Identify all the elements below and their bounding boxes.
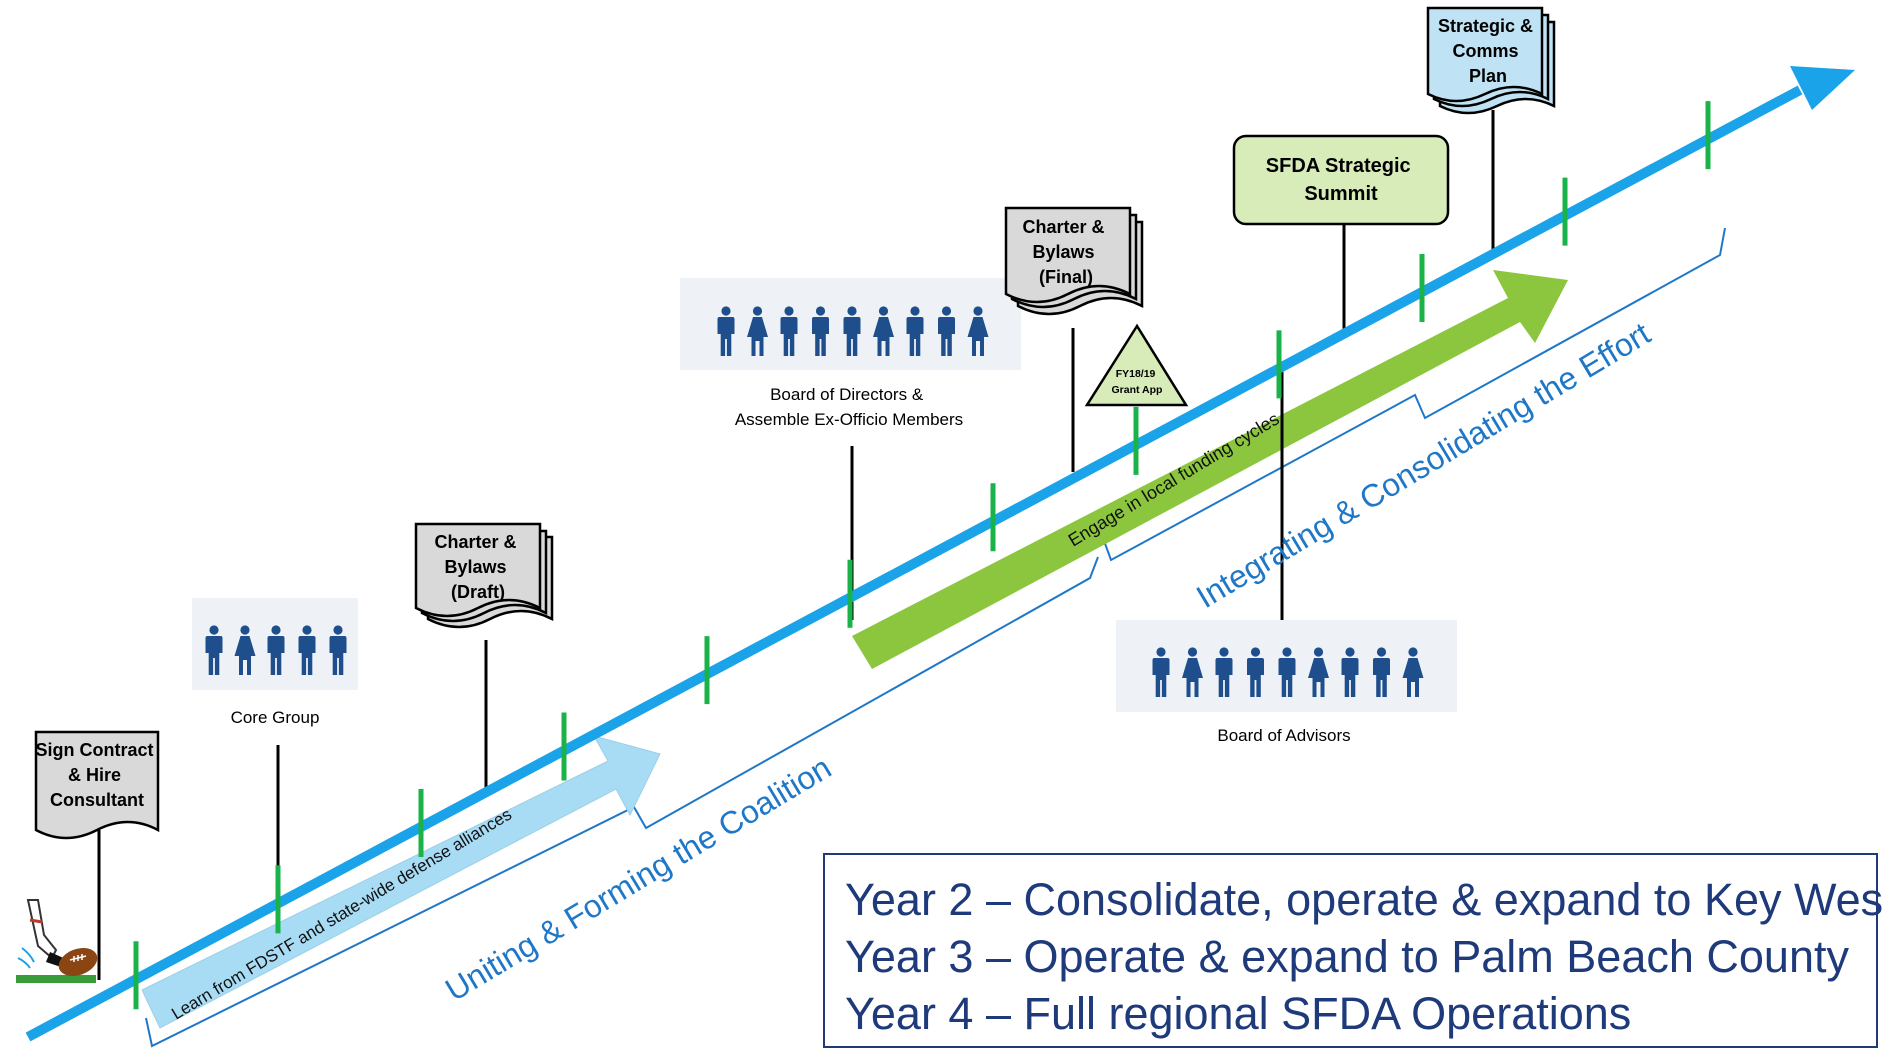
svg-text:FY18/19 Grant App: FY18/19 Grant App [1112,368,1163,396]
charter-draft-line-2: Bylaws [444,557,506,577]
board-directors-line-1: Board of Directors & [770,385,924,404]
charter-draft-doc: Charter & Bylaws (Draft) [414,522,554,629]
integrating-phase-bracket [1102,227,1726,562]
charter-final-line-2: Bylaws [1032,242,1094,262]
charter-final-doc: Charter & Bylaws (Final) [1004,206,1144,316]
board-advisors-label: Board of Advisors [1217,726,1350,745]
board-directors-line-2: Assemble Ex-Officio Members [735,410,963,429]
year-3-line: Year 3 – Operate & expand to Palm Beach … [845,931,1849,982]
charter-final-line-1: Charter & [1022,217,1104,237]
board-of-directors: Board of Directors & Assemble Ex-Officio… [680,278,1021,429]
learn-arrow: Learn from FDSTF and state-wide defense … [141,735,661,1029]
plan-line-1: Strategic & [1438,16,1533,36]
years-summary-box: Year 2 – Consolidate, operate & expand t… [823,853,1883,1048]
strategic-summit-box: SFDA Strategic Summit [1232,134,1450,226]
sign-contract-doc: Sign Contract & Hire Consultant [34,730,160,840]
charter-draft-line-3: (Draft) [451,582,505,602]
football-kicker-icon [16,899,98,983]
grant-app-line-1: FY18/19 [1116,368,1156,380]
core-group-label: Core Group [231,708,320,727]
timeline-arrow [25,66,1855,1042]
svg-text:Strategic & Comms: Strategic & Comms Plan [1438,16,1538,86]
svg-text:Sign Contract & Hire: Sign Contract & Hire Consultant [35,740,158,810]
sign-contract-line-1: Sign Contract [35,740,153,760]
core-group: Core Group [192,598,358,727]
strategic-plan-doc: Strategic & Comms Plan [1426,6,1556,115]
summit-line-1: SFDA Strategic [1266,155,1411,177]
svg-text:SFDA Strategic Summit: SFDA Strategic Summit [1266,155,1416,205]
plan-line-2: Comms [1452,41,1518,61]
summit-line-2: Summit [1304,183,1378,205]
sign-contract-line-3: Consultant [50,790,144,810]
svg-text:Charter & Bylaws (: Charter & Bylaws (Final) [1022,217,1109,287]
grant-app-line-2: Grant App [1112,384,1163,396]
svg-text:Charter & Bylaws (: Charter & Bylaws (Draft) [434,532,521,602]
charter-final-line-3: (Final) [1039,267,1093,287]
charter-draft-line-1: Charter & [434,532,516,552]
plan-line-3: Plan [1469,66,1507,86]
board-of-advisors: Board of Advisors [1116,620,1457,745]
uniting-phase-bracket [145,556,1099,1048]
year-4-line: Year 4 – Full regional SFDA Operations [845,988,1632,1039]
grant-app-triangle: FY18/19 Grant App [1084,323,1189,407]
svg-text:Board of Directors & Ass: Board of Directors & Assemble Ex-Officio… [735,385,963,429]
year-2-line: Year 2 – Consolidate, operate & expand t… [845,874,1883,925]
timeline-ticks [133,101,1711,1010]
sign-contract-line-2: & Hire [68,765,121,785]
